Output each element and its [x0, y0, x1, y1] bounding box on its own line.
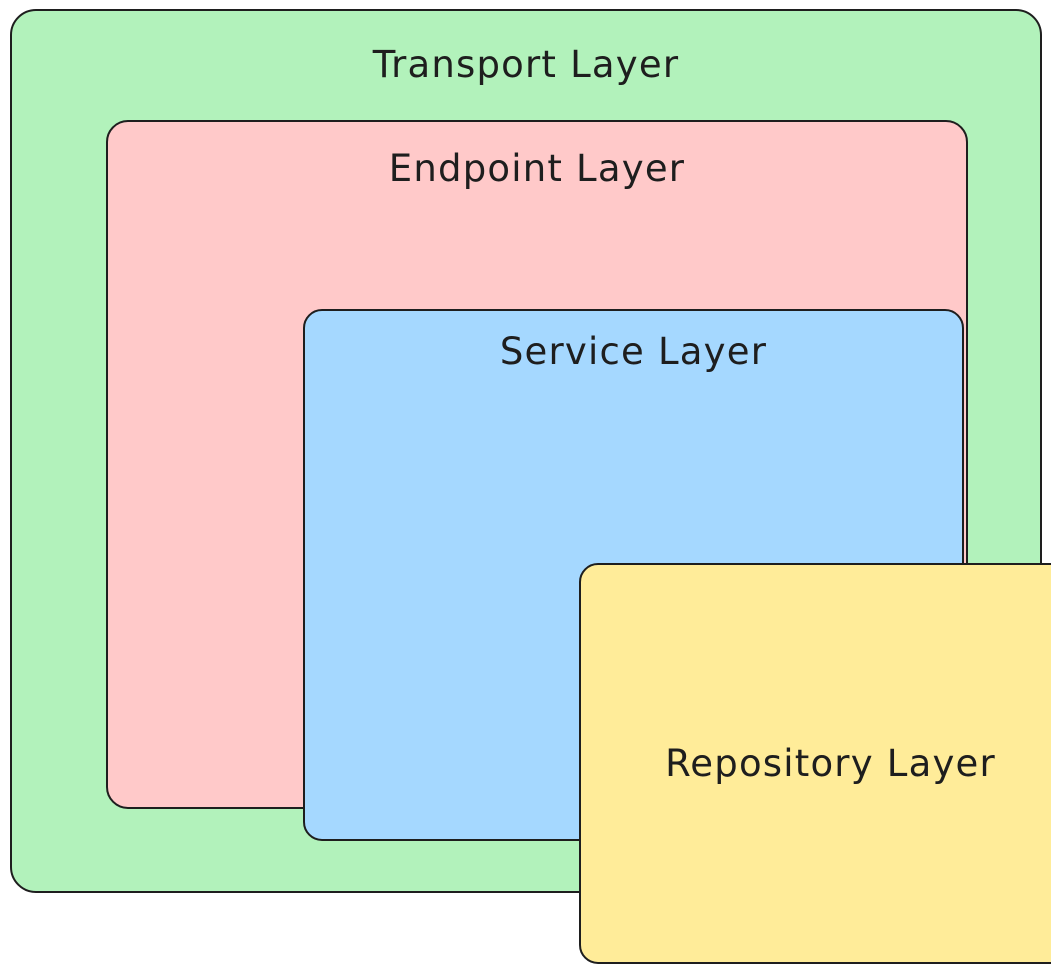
layer-box-repository[interactable]: Repository Layer	[579, 563, 1051, 964]
layer-label-transport: Transport Layer	[372, 43, 680, 86]
diagram-canvas: Transport Layer Endpoint Layer Service L…	[10, 9, 1051, 964]
layer-label-repository: Repository Layer	[665, 741, 996, 785]
layer-label-service: Service Layer	[499, 330, 768, 373]
layer-box-transport[interactable]: Transport Layer Endpoint Layer Service L…	[10, 9, 1051, 964]
layer-label-endpoint: Endpoint Layer	[388, 147, 686, 190]
layer-box-endpoint[interactable]: Endpoint Layer Service Layer Repository …	[106, 120, 1051, 964]
layer-box-service[interactable]: Service Layer Repository Layer	[303, 309, 1051, 964]
